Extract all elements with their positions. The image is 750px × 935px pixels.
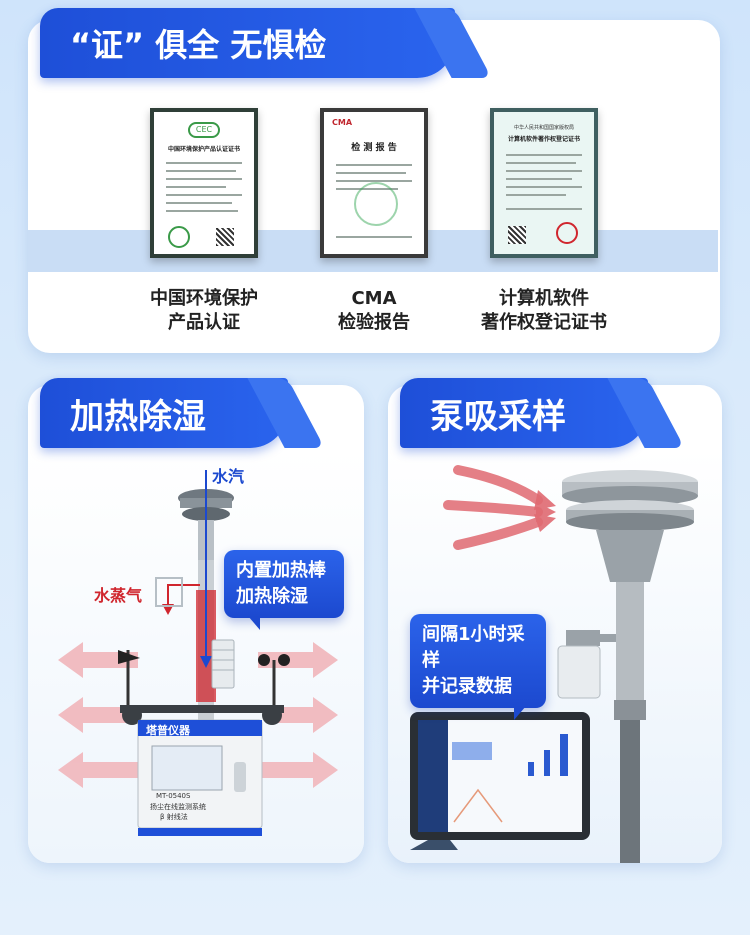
pump-sampler-illustration [410, 465, 698, 863]
device-model: MT-0540S [156, 792, 191, 800]
certificate-heading: 中国环境保护产品认证证书 [167, 146, 240, 153]
cert-label-cma: CMA 检验报告 [338, 288, 410, 333]
cma-logo-icon: CMA [332, 118, 353, 127]
certificate-software-copyright[interactable]: 中华人民共和国国家版权局 计算机软件著作权登记证书 [490, 108, 598, 258]
certificates-banner: “证” 俱全 无惧检 [40, 8, 455, 78]
cert-label-software: 计算机软件 著作权登记证书 [481, 288, 607, 333]
cec-logo-icon: CEC [188, 122, 220, 138]
cert-label-environmental: 中国环境保护 产品认证 [150, 288, 258, 333]
pump-callout: 间隔1小时采样 并记录数据 [410, 614, 546, 720]
callout-tail-icon [514, 706, 526, 720]
airflow-arrow-left-icon [58, 642, 138, 788]
red-stamp-icon [556, 222, 578, 244]
pump-title: 泵吸采样 [430, 396, 566, 437]
device-desc: 扬尘在线监测系统 [150, 803, 206, 811]
airflow-arrow-right-icon [258, 642, 338, 788]
label-vapor-top: 水汽 [212, 467, 245, 486]
callout-tail-icon [248, 616, 260, 630]
pump-banner: 泵吸采样 [400, 378, 648, 448]
qr-code-icon [508, 226, 526, 244]
report-heading: 检 测 报 告 [351, 143, 397, 153]
watermark-seal-icon [354, 182, 398, 226]
device-brand: 塔普仪器 [146, 724, 190, 737]
heating-callout: 内置加热棒 加热除湿 [224, 550, 344, 630]
certificates-title: “证” 俱全 无惧检 [70, 26, 327, 64]
heating-title: 加热除湿 [70, 396, 206, 437]
suction-arrow-icon [443, 465, 543, 550]
copyright-heading: 计算机软件著作权登记证书 [507, 136, 580, 143]
heating-device-illustration [58, 470, 338, 836]
certificate-cma-report[interactable]: CMA 检 测 报 告 [320, 108, 428, 258]
tablet-icon [410, 712, 590, 850]
qr-code-icon [216, 228, 234, 246]
label-vapor-side: 水蒸气 [94, 586, 143, 605]
green-seal-icon [168, 226, 190, 248]
certificate-environmental[interactable]: CEC 中国环境保护产品认证证书 [150, 108, 258, 258]
heating-banner: 加热除湿 [40, 378, 288, 448]
device-sub: β 射线法 [160, 813, 188, 821]
copyright-issuer: 中华人民共和国国家版权局 [513, 125, 574, 131]
